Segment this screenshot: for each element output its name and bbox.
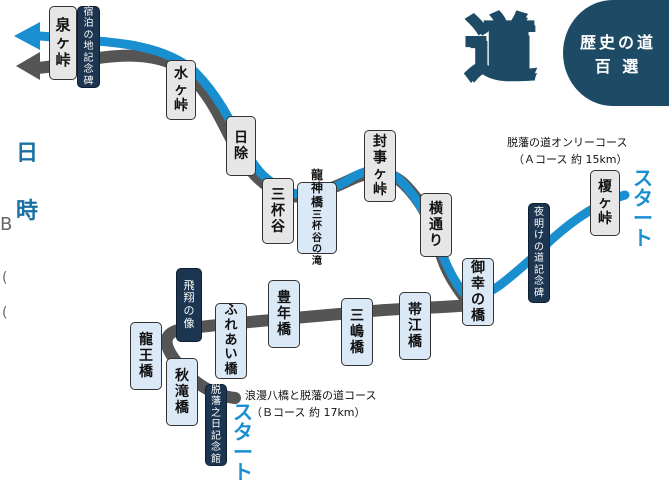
edge-mark-paren-2: ( [2,305,8,321]
spot-label: 豊年橋 [277,289,291,339]
spot-label: 帯江橋 [408,301,422,351]
side-char-day: 日 [16,141,39,166]
spot-label: 封事ヶ峠 [373,133,387,199]
course-a-title: 脱藩の道オンリーコース [507,136,628,149]
spot-obiebashi: 帯江橋 [399,292,431,360]
spot-label: 秋滝橋 [175,367,189,417]
logo-badge: 歴史の道 百 選 [563,0,669,106]
course-a-note: 脱藩の道オンリーコース （Ａコース 約 15km） [507,135,628,168]
course-b-note: 浪漫八橋と脱藩の道コース （Ｂコース 約 17km） [245,388,376,421]
edge-mark-paren-1: ( [2,270,8,286]
logo-line-2: 百 選 [594,57,642,76]
spot-label: ふれあい橋 [224,302,238,378]
spot-yokodoori: 横通り [420,193,452,257]
spot-label: 飛翔の像 [183,278,195,330]
edge-mark-b: B [0,214,13,235]
arrow-a-icon [14,22,40,50]
course-b-title: 浪漫八橋と脱藩の道コース [245,389,377,402]
spot-hiyoke: 日除 [226,116,256,176]
spot-akitakibashi: 秋滝橋 [166,358,198,426]
spot-label: 脱藩之日記念館 [211,384,221,465]
spot-label: 御幸の橋 [471,259,485,325]
spot-label: 横通り [429,200,443,250]
course-b-distance: （Ｂコース 約 17km） [251,405,366,419]
course-a-start: スタート [632,168,654,248]
spot-hisho: 飛翔の像 [176,268,202,342]
logo-kanji: 道 [463,7,537,90]
spot-label: 三杯谷 [271,186,285,236]
spot-label-ryujin: 龍神橋 [310,167,323,210]
spot-mishimabashi: 三嶋橋 [341,298,373,366]
spot-label: 榎ヶ峠 [598,178,612,228]
spot-label: 泉ヶ峠 [55,16,71,69]
course-a-start-label: スタート [633,166,653,250]
spot-label: 龍王橋 [139,331,153,381]
logo-line-1: 歴史の道 [579,33,656,52]
spot-enokitoge: 榎ヶ峠 [590,170,620,236]
spot-yoake: 夜明けの道記念碑 [528,203,550,303]
spot-gokobashi: 御幸の橋 [462,258,494,326]
spot-label-mitsuya-taki: 三杯谷の滝 [312,209,322,267]
spot-shukuhaku: 宿泊の地記念碑 [77,6,100,88]
spot-label: 宿泊の地記念碑 [83,6,94,87]
spot-izumigatoge: 泉ヶ峠 [49,6,77,80]
spot-label: 日除 [234,129,248,162]
course-a-distance: （Ａコース 約 15km） [513,152,628,166]
spot-fureaibashi: ふれあい橋 [215,303,247,379]
spot-fujigotoge: 封事ヶ峠 [364,130,396,202]
spot-ryujin-mitsuya-taki: 龍神橋 三杯谷の滝 [297,168,337,267]
side-char-time: 時 [16,199,39,224]
spot-label: 三嶋橋 [350,307,364,357]
spot-ryuohbashi: 龍王橋 [130,322,162,390]
spot-label: 水ヶ峠 [174,65,188,115]
arrow-main-icon [16,52,40,80]
spot-label: 夜明けの道記念碑 [534,207,544,299]
spot-mizugatoge: 水ヶ峠 [166,60,196,120]
spot-toyotoshibashi: 豊年橋 [268,280,300,348]
course-b-start-label: スタート [233,400,253,484]
course-b-start: スタート [232,402,254,482]
spot-mitsuya: 三杯谷 [262,178,294,244]
spot-dappan-bi: 脱藩之日記念館 [205,384,227,466]
